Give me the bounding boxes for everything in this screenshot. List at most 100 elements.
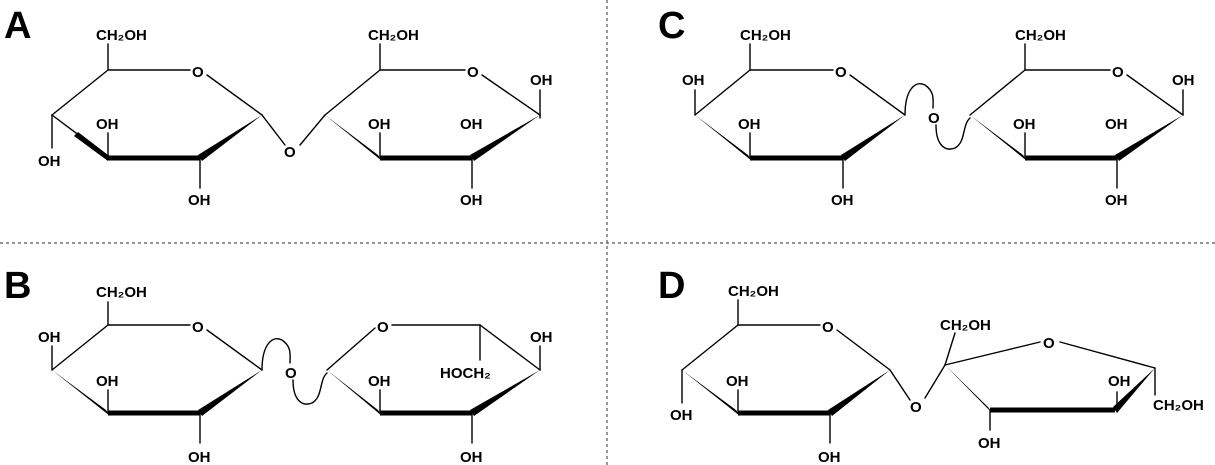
atom-label: OH [726, 373, 749, 390]
atom-label: OH [738, 116, 761, 133]
atom-label: OH [38, 153, 61, 170]
bond [327, 370, 382, 416]
panel-a-bridge-o: O [284, 144, 296, 161]
atom-label: OH [460, 449, 483, 465]
atom-label: OH [1105, 192, 1128, 209]
atom-label: O [377, 319, 389, 336]
bond [206, 329, 263, 371]
atom-label: CH₂OH [96, 284, 147, 301]
bond [836, 329, 891, 371]
bond [841, 115, 905, 161]
panel-d-furanose-ring: CH₂OH O OH OH CH₂OH [924, 317, 1204, 452]
bond [945, 365, 992, 413]
bond [198, 115, 262, 161]
atom-label: OH [188, 449, 211, 465]
bond [1113, 368, 1155, 413]
atom-label: OH [368, 373, 391, 390]
atom-label: OH [460, 192, 483, 209]
bond [206, 74, 263, 116]
bond [944, 332, 956, 366]
panel-b-right-ring: O HOCH₂ OH OH OH OH [326, 319, 553, 465]
atom-label: OH [38, 329, 61, 346]
atom-label: OH [831, 192, 854, 209]
atom-label: O [1112, 64, 1124, 81]
bond [889, 369, 911, 401]
atom-label: OH [682, 72, 705, 89]
atom-label: O [835, 64, 847, 81]
bond [261, 114, 286, 146]
atom-label: CH₂OH [940, 317, 991, 334]
bond [325, 115, 382, 161]
bond [682, 370, 740, 416]
bond [326, 327, 376, 371]
atom-label: CH₂OH [368, 27, 419, 44]
panel-a: A CH₂OH O OH OH OH O [4, 5, 553, 209]
panel-a-letter: A [4, 5, 31, 47]
panel-b-letter: B [4, 265, 31, 307]
bond [828, 370, 890, 416]
atom-label: CH₂OH [1015, 27, 1066, 44]
bond [470, 115, 540, 161]
bond [924, 364, 946, 399]
atom-label: OH [1013, 116, 1036, 133]
panel-b-bridge-curve [261, 338, 291, 371]
atom-label: OH [530, 72, 553, 89]
atom-label: HOCH₂ [440, 365, 491, 382]
atom-label: OH [818, 449, 841, 465]
bond [470, 370, 540, 416]
bond [849, 74, 906, 116]
panel-a-left-ring: CH₂OH O OH OH OH [38, 27, 286, 209]
atom-label: CH₂OH [1153, 397, 1204, 414]
atom-label: O [822, 319, 834, 336]
bond [695, 115, 752, 161]
bond [51, 324, 109, 371]
panel-d-bridge-o: O [910, 399, 922, 416]
panel-c-letter: C [658, 5, 685, 47]
panel-c-left-ring: CH₂OH O OH OH OH [682, 27, 906, 209]
bond [292, 372, 328, 405]
atom-label: OH [1172, 72, 1195, 89]
panel-d-left-ring: CH₂OH O OH OH OH [670, 283, 911, 465]
bond [935, 117, 971, 150]
atom-label: OH [978, 435, 1001, 452]
atom-label: O [467, 64, 479, 81]
bond [1126, 74, 1184, 116]
atom-label: CH₂OH [728, 283, 779, 300]
bond [52, 370, 110, 416]
bond [51, 69, 109, 116]
atom-label: O [192, 64, 204, 81]
atom-label: OH [460, 116, 483, 133]
bond [1059, 341, 1156, 369]
panel-a-right-ring: CH₂OH O OH OH OH OH [299, 27, 553, 209]
atom-label: OH [96, 116, 119, 133]
atom-label: OH [188, 192, 211, 209]
bond [944, 341, 1041, 366]
atom-label: O [192, 319, 204, 336]
bond [694, 69, 751, 116]
panel-c-bridge-o: O [928, 110, 940, 127]
bond [970, 115, 1027, 161]
bond [198, 370, 262, 416]
atom-label: CH₂OH [96, 27, 147, 44]
bond [479, 324, 541, 371]
atom-label: OH [1108, 373, 1131, 390]
bond [681, 324, 739, 371]
panel-b-bridge-o: O [285, 365, 297, 382]
panel-d-letter: D [658, 265, 685, 307]
atom-label: OH [368, 116, 391, 133]
atom-label: OH [1105, 116, 1128, 133]
bond [299, 114, 326, 146]
panel-c: C CH₂OH O OH OH OH O [658, 5, 1195, 209]
bond [74, 132, 108, 161]
panel-b: B CH₂OH O OH OH OH O [4, 265, 553, 465]
atom-label: O [1043, 335, 1055, 352]
panel-c-bridge-curve [904, 83, 934, 116]
atom-label: OH [96, 373, 119, 390]
bond [1115, 115, 1183, 161]
bond [481, 74, 541, 116]
atom-label: OH [530, 329, 553, 346]
atom-label: OH [670, 407, 693, 424]
bond [324, 69, 381, 116]
panel-b-left-ring: CH₂OH O OH OH OH [38, 284, 263, 465]
